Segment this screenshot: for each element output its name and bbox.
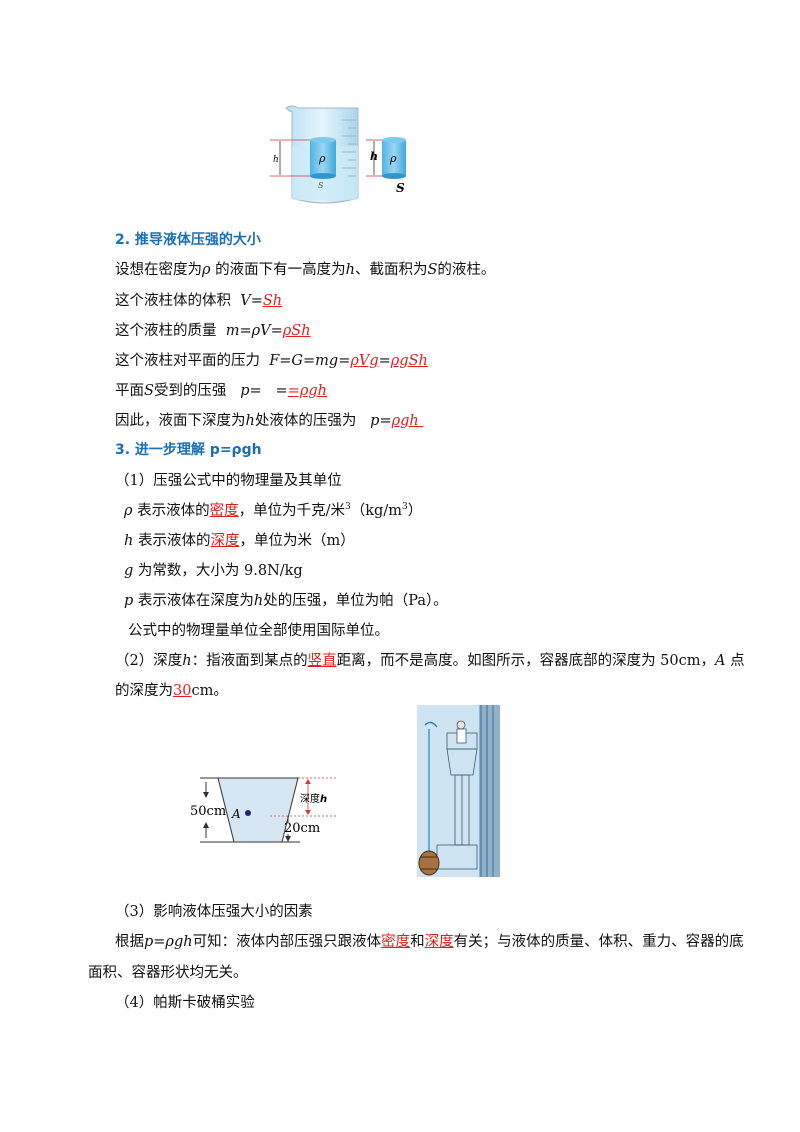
text: 距离，而不是高度。如图所示，容器底部的深度为 50cm， — [336, 653, 716, 669]
text: 可知：液体内部压强只跟液体 — [192, 934, 382, 950]
depth-diagram: 50cm A 深度h 20cm — [190, 777, 338, 843]
text: （kg/m — [350, 503, 402, 519]
equation: = — [275, 383, 288, 399]
answer: ρgSh — [390, 353, 428, 369]
rho-label: ρ — [318, 152, 326, 165]
text-line: p 表示液体在深度为h处的压强，单位为帕（Pa）。 — [124, 591, 448, 611]
text: （2）深度 — [115, 653, 183, 669]
h-label-2: h — [370, 150, 378, 163]
symbol: ρ — [202, 262, 211, 278]
answer: =ρgh — [287, 383, 327, 399]
symbol: p — [124, 593, 134, 609]
label-point-a: A — [231, 807, 241, 821]
answer: ρgh — [391, 413, 419, 429]
section-heading-3: 3. 进一步理解 p=ρgh — [115, 442, 262, 458]
text-line: 公式中的物理量单位全部使用国际单位。 — [128, 623, 389, 639]
answer: 竖直 — [307, 653, 337, 669]
section-heading-2: 2. 推导液体压强的大小 — [115, 232, 261, 248]
text: ，单位为千克/米 — [238, 503, 346, 519]
answer: 深度 — [424, 934, 454, 950]
text-line: 根据p=ρgh可知：液体内部压强只跟液体密度和深度有关；与液体的质量、体积、重力… — [115, 932, 744, 952]
s-small-label: S — [318, 181, 324, 190]
text: 和 — [410, 934, 425, 950]
text: 这个液柱体的体积 — [115, 293, 231, 309]
pascal-barrel-illustration — [417, 705, 500, 877]
equation: V= — [240, 293, 263, 309]
equation: = — [378, 353, 391, 369]
equation: p= — [240, 383, 262, 399]
equation: m=ρV= — [225, 323, 283, 339]
h-label: h — [273, 155, 279, 165]
symbol: g — [124, 563, 134, 579]
symbol: S — [144, 383, 154, 399]
symbol: h — [245, 413, 255, 429]
text-line: ρ 表示液体的密度，单位为千克/米3（kg/m3） — [124, 501, 422, 521]
text: 为常数，大小为 9.8N/kg — [137, 563, 303, 579]
answer: 密度 — [381, 934, 411, 950]
superscript: 3 — [401, 502, 408, 513]
answer: ρVg — [350, 353, 379, 369]
text: 平面 — [115, 383, 144, 399]
subsection-1: （1）压强公式中的物理量及其单位 — [115, 473, 342, 489]
text: 受到的压强 — [153, 383, 227, 399]
symbol: h — [124, 533, 134, 549]
text: 处液体的压强为 — [254, 413, 357, 429]
beaker-figure: h ρ S h ρ S — [270, 105, 406, 204]
text: 这个液柱的质量 — [115, 323, 217, 339]
text: 这个液柱对平面的压力 — [115, 353, 260, 369]
text: 处的压强，单位为帕（Pa）。 — [263, 593, 448, 609]
s-label: S — [396, 181, 405, 195]
text-line: 设想在密度为ρ 的液面下有一高度为h、截面积为S的液柱。 — [115, 260, 495, 280]
answer: 密度 — [209, 503, 239, 519]
label-depth: 深度h — [300, 792, 327, 805]
text-line: 这个液柱的质量 m=ρV=ρSh — [115, 321, 311, 341]
text: 的液面下有一高度为 — [215, 262, 346, 278]
text-line: h 表示液体的深度，单位为米（m） — [124, 531, 355, 551]
text: 、截面积为 — [354, 262, 428, 278]
text-line: 平面S受到的压强 p= ==ρgh — [115, 381, 327, 401]
label-50cm: 50cm — [190, 804, 226, 819]
text: ：指液面到某点的 — [191, 653, 308, 669]
text: 设想在密度为 — [115, 262, 202, 278]
label-20cm: 20cm — [284, 821, 320, 836]
subsection-3: （3）影响液体压强大小的因素 — [115, 904, 313, 920]
text-line: 因此，液面下深度为h处液体的压强为 p=ρgh — [115, 411, 423, 431]
text: 表示液体在深度为 — [137, 593, 254, 609]
text: ，单位为米（m） — [239, 533, 355, 549]
text-line: 这个液柱体的体积 V=Sh — [115, 291, 282, 311]
text: 的液柱。 — [437, 262, 496, 278]
text: 的深度为 — [115, 683, 173, 699]
symbol: ρ — [124, 503, 133, 519]
symbol: h — [345, 262, 355, 278]
answer: 30 — [173, 683, 192, 699]
text: 点 — [730, 653, 745, 669]
text-line: 这个液柱对平面的压力 F=G=mg=ρVg=ρgSh — [115, 351, 428, 371]
answer: Sh — [262, 293, 283, 309]
text: 表示液体的 — [137, 533, 211, 549]
symbol: S — [427, 262, 438, 278]
symbol: h — [253, 593, 264, 609]
equation: p=ρgh — [144, 934, 193, 950]
answer: 深度 — [210, 533, 240, 549]
equation: F=G=mg= — [269, 353, 351, 369]
answer: ρSh — [282, 323, 311, 339]
equation: p= — [370, 413, 392, 429]
text: 因此，液面下深度为 — [115, 413, 246, 429]
text: 根据 — [115, 934, 144, 950]
text: cm。 — [191, 683, 228, 699]
text: 表示液体的 — [137, 503, 210, 519]
text-line: 面积、容器形状均无关。 — [88, 965, 248, 981]
text-line: （2）深度h：指液面到某点的竖直距离，而不是高度。如图所示，容器底部的深度为 5… — [115, 651, 745, 671]
text-line: g 为常数，大小为 9.8N/kg — [124, 561, 303, 581]
rho-label-2: ρ — [389, 152, 397, 165]
text: ） — [407, 503, 423, 519]
text: 有关；与液体的质量、体积、重力、容器的底 — [453, 934, 744, 950]
symbol: h — [182, 653, 192, 669]
superscript: 3 — [345, 502, 351, 513]
symbol: A — [715, 653, 726, 669]
text-line: 的深度为30cm。 — [115, 681, 228, 701]
subsection-4: （4）帕斯卡破桶实验 — [115, 995, 255, 1011]
